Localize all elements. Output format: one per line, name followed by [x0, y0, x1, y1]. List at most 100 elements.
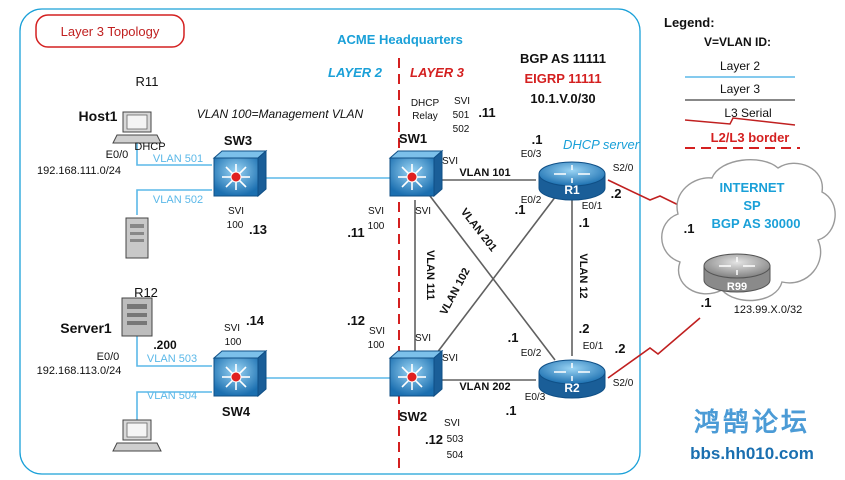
sw1-svi-right: SVI — [442, 156, 458, 167]
sw3-svi: SVI — [228, 206, 244, 217]
sw1-label: SW1 — [399, 131, 427, 146]
r1-label: R1 — [564, 183, 580, 197]
vlan504-label: VLAN 504 — [147, 390, 197, 402]
bgp-label: BGP AS 11111 — [520, 51, 606, 66]
r2-s20: S2/0 — [613, 378, 634, 389]
internet-line1: INTERNET — [720, 180, 785, 195]
sw4-svi: SVI — [224, 323, 240, 334]
legend-vlan-key: V=VLAN ID: — [704, 35, 771, 49]
sw1-svi-left-num: 100 — [368, 221, 385, 232]
r2-e03-ip: .1 — [506, 403, 517, 418]
vlan101-label: VLAN 101 — [459, 167, 510, 179]
sw1-svi-left: SVI — [368, 206, 384, 217]
layer3-links — [414, 179, 573, 381]
host1-pc-icon[interactable] — [112, 111, 162, 144]
layer3-label: LAYER 3 — [410, 65, 465, 80]
vlan202-label: VLAN 202 — [459, 381, 510, 393]
sw2-vlan504: 504 — [447, 450, 464, 461]
sw2-svi: SVI — [444, 418, 460, 429]
sw4-switch-icon[interactable] — [213, 350, 267, 397]
vlan111-label: VLAN 111 — [424, 250, 436, 300]
r1-e02: E0/2 — [521, 195, 542, 206]
layer2-links — [136, 140, 392, 420]
sw1-svi: SVI — [454, 96, 470, 107]
vlan503-label: VLAN 503 — [147, 353, 197, 365]
r1-ip-serial: .2 — [611, 186, 622, 201]
r1-e02-ip: .1 — [515, 202, 526, 217]
r2-ip-serial: .2 — [615, 341, 626, 356]
inet-ip-1: .1 — [684, 221, 695, 236]
sw2-svi-up: SVI — [415, 333, 431, 344]
sw2-ip-bottom: .12 — [425, 432, 443, 447]
sw3-svi-num: 100 — [227, 220, 244, 231]
r2-e02-ip: .1 — [508, 330, 519, 345]
server1-icon[interactable] — [121, 297, 153, 337]
host1-tower-icon[interactable] — [125, 217, 149, 259]
internet-line3: BGP AS 30000 — [712, 216, 801, 231]
sw1-relay: Relay — [412, 111, 438, 122]
sw1-ip-left: .11 — [347, 225, 364, 240]
vlan501-label: VLAN 501 — [153, 153, 203, 165]
vlan201-label: VLAN 201 — [458, 206, 499, 254]
vlan502-label: VLAN 502 — [153, 194, 203, 206]
host1-label: Host1 — [79, 108, 118, 124]
layer2-label: LAYER 2 — [328, 65, 383, 80]
sw3-label: SW3 — [224, 133, 252, 148]
r99-router-icon[interactable] — [703, 253, 771, 293]
server1-ip: .200 — [153, 338, 177, 352]
mgmt-vlan-note: VLAN 100=Management VLAN — [197, 107, 364, 121]
r1-e03: E0/3 — [521, 149, 542, 160]
server1-iface: E0/0 — [97, 351, 120, 363]
legend-border: L2/L3 border — [711, 130, 790, 145]
eigrp-label: EIGRP 11111 — [524, 71, 601, 86]
sw3-switch-icon[interactable] — [213, 150, 267, 197]
sw2-label: SW2 — [399, 409, 427, 424]
vlan12-label: VLAN 12 — [577, 253, 589, 298]
legend-title: Legend: — [664, 15, 715, 30]
hq-boundary — [19, 8, 641, 475]
watermark-url: bbs.hh010.com — [690, 444, 814, 463]
sw2-switch-icon[interactable] — [389, 350, 443, 397]
r1-e01: E0/1 — [582, 201, 603, 212]
sw1-switch-icon[interactable] — [389, 150, 443, 197]
sw2-svi-left-num: 100 — [368, 340, 385, 351]
hq-label: ACME Headquarters — [337, 32, 463, 47]
sw1-dhcp: DHCP — [411, 98, 440, 109]
page-title: Layer 3 Topology — [61, 24, 160, 39]
r12-label: R12 — [134, 285, 158, 300]
r2-e01: E0/1 — [583, 341, 604, 352]
r99-label: R99 — [727, 281, 747, 293]
r1-e01-ip: .1 — [579, 215, 590, 230]
r2-label: R2 — [564, 381, 580, 395]
internet-line2: SP — [743, 198, 761, 213]
legend-serial-line — [684, 117, 796, 126]
server1-subnet: 192.168.113.0/24 — [37, 365, 122, 377]
r1-s20: S2/0 — [613, 163, 634, 174]
server1-label: Server1 — [60, 320, 112, 336]
server-pc-icon[interactable] — [112, 419, 162, 452]
sw1-vlan502: 502 — [453, 124, 470, 135]
vlan102-label: VLAN 102 — [438, 266, 473, 317]
r2-e02: E0/2 — [521, 348, 542, 359]
r1-ip-top: .1 — [532, 132, 543, 147]
sw4-svi-num: 100 — [225, 337, 242, 348]
title-box — [35, 14, 185, 48]
legend-layer2: Layer 2 — [720, 59, 760, 73]
legend-layer3: Layer 3 — [720, 82, 760, 96]
sw2-svi-left: SVI — [369, 326, 385, 337]
sw2-ip-left: .12 — [347, 313, 365, 328]
watermark-logo: 鸿鹄论坛 — [694, 407, 810, 437]
sw4-label: SW4 — [222, 404, 251, 419]
sw1-svi-down: SVI — [415, 206, 431, 217]
sw2-svi-right: SVI — [442, 353, 458, 364]
dhcp-server-label: DHCP server — [563, 137, 640, 152]
r2-e03: E0/3 — [525, 392, 546, 403]
inet-ip-2: .1 — [701, 295, 712, 310]
sw3-ip: .13 — [249, 222, 267, 237]
r99-network: 123.99.X.0/32 — [734, 304, 803, 316]
sw2-vlan503: 503 — [447, 434, 464, 445]
sw1-vlan501: 501 — [453, 110, 470, 121]
host1-dhcp: DHCP — [134, 141, 165, 153]
sw4-ip: .14 — [246, 313, 265, 328]
